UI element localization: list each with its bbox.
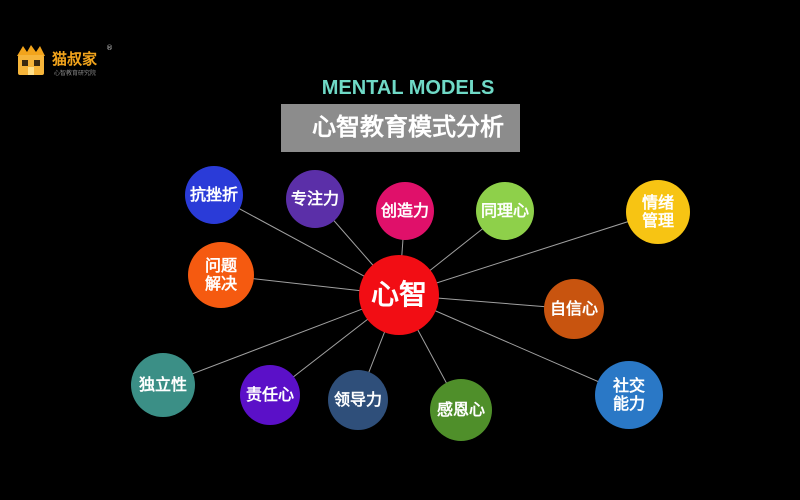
node-zixinxin-label: 自信心 [549,298,598,318]
node-shejiaonengli-label: 社交能力 [612,375,645,413]
node-chuangzaoli-label: 创造力 [380,200,429,220]
node-wentijiejue-label: 问题解决 [204,255,237,293]
brand-logo: 猫叔家 ® 心智教育研究院 [14,42,114,80]
node-tonglixin: 同理心 [476,182,534,240]
node-zerenxin-label: 责任心 [245,384,294,404]
node-qingxuguanli: 情绪管理 [626,180,690,244]
link-line-qingxuguanli [398,211,659,296]
title-chinese: 心智教育模式分析 [312,113,504,141]
title-english: MENTAL MODELS [321,77,495,99]
title-box [281,104,520,152]
node-kangcuozhe: 抗挫折 [185,166,243,224]
link-line-shejiaonengli [398,294,630,396]
node-ganenxin-label: 感恩心 [436,399,485,419]
node-zerenxin: 责任心 [240,365,300,425]
cat-house-logo-icon [17,45,45,75]
registered-mark: ® [106,44,113,52]
node-lingdaoli-label: 领导力 [333,389,382,409]
node-dulixing-label: 独立性 [138,374,187,394]
node-dulixing: 独立性 [131,353,195,417]
node-zhuanzhuli-label: 专注力 [290,188,339,208]
node-zhuanzhuli: 专注力 [286,170,344,228]
node-ganenxin: 感恩心 [430,379,492,441]
node-tonglixin-label: 同理心 [480,200,529,220]
node-wentijiejue: 问题解决 [188,242,254,308]
logo-text: 猫叔家 [52,50,98,68]
node-chuangzaoli: 创造力 [376,182,434,240]
link-line-dulixing [162,294,400,386]
logo-subtitle: 心智教育研究院 [54,70,97,77]
node-zixinxin: 自信心 [544,279,604,339]
node-kangcuozhe-label: 抗挫折 [189,184,238,204]
node-lingdaoli: 领导力 [328,370,388,430]
center-node: 心智 [359,255,439,335]
center-node-label: 心智 [370,277,427,311]
node-qingxuguanli-label: 情绪管理 [641,192,674,230]
node-shejiaonengli: 社交能力 [595,361,663,429]
